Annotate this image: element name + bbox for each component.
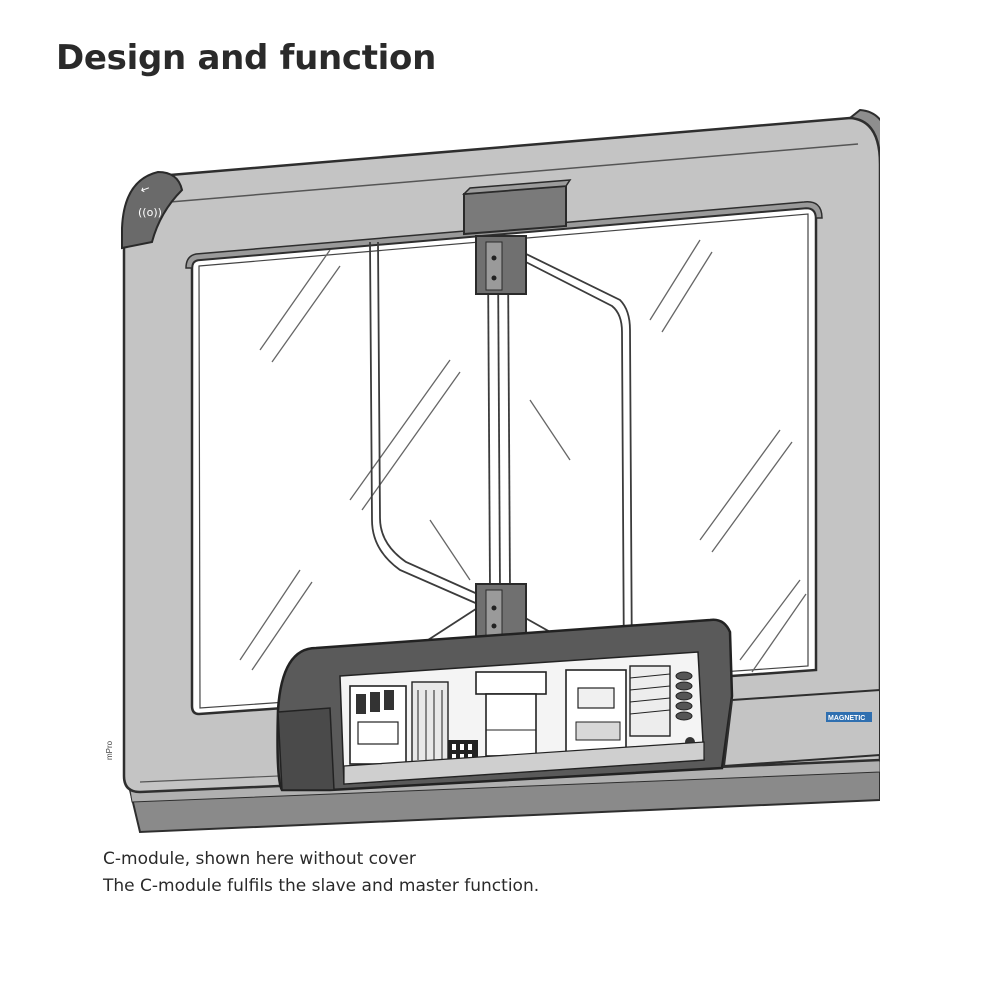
c-module	[276, 618, 734, 792]
side-label: mPro	[105, 740, 114, 760]
caption-line-1: C-module, shown here without cover	[103, 849, 416, 869]
figure-caption: C-module, shown here without cover The C…	[103, 846, 903, 900]
right-base: MAGNETIC	[722, 688, 880, 768]
brand-label: MAGNETIC	[828, 715, 865, 722]
card-reader: ← ((o))	[121, 170, 184, 250]
svg-text:←: ←	[139, 181, 152, 196]
top-hub	[462, 179, 572, 295]
gate-illustration: ← ((o))	[105, 108, 880, 834]
turnstile-wings	[369, 241, 633, 679]
glass-pane	[198, 213, 809, 709]
brand-logo	[826, 712, 872, 722]
page-title: Design and function	[56, 38, 437, 78]
caption-line-2: The C-module fulfils the slave and maste…	[103, 876, 540, 896]
nfc-icon: ((o))	[138, 206, 162, 219]
